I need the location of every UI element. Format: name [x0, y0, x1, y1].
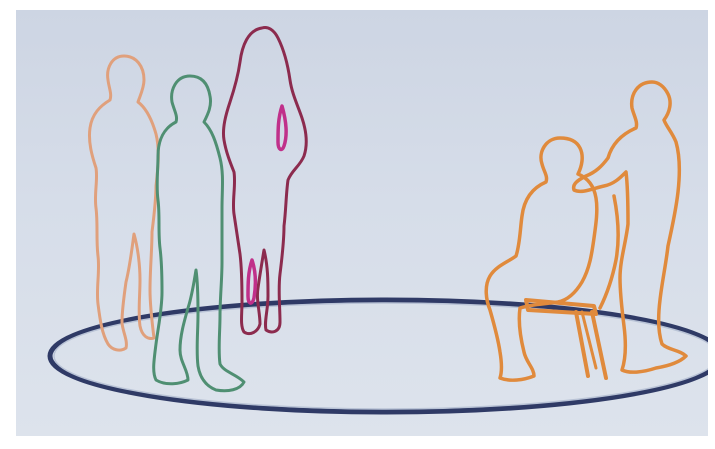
illustration-svg — [16, 10, 708, 436]
illustration-scene — [16, 10, 708, 436]
standing-woman-red-figure — [223, 27, 306, 333]
chair-leg-back — [592, 312, 606, 378]
standing-man-green-figure — [154, 76, 244, 391]
red-woman-arm-accent — [278, 106, 286, 149]
chair-back — [600, 196, 618, 308]
red-woman-leg-accent — [248, 260, 255, 303]
chair-leg-front — [576, 312, 588, 376]
standing-woman-left-figure — [89, 56, 158, 350]
